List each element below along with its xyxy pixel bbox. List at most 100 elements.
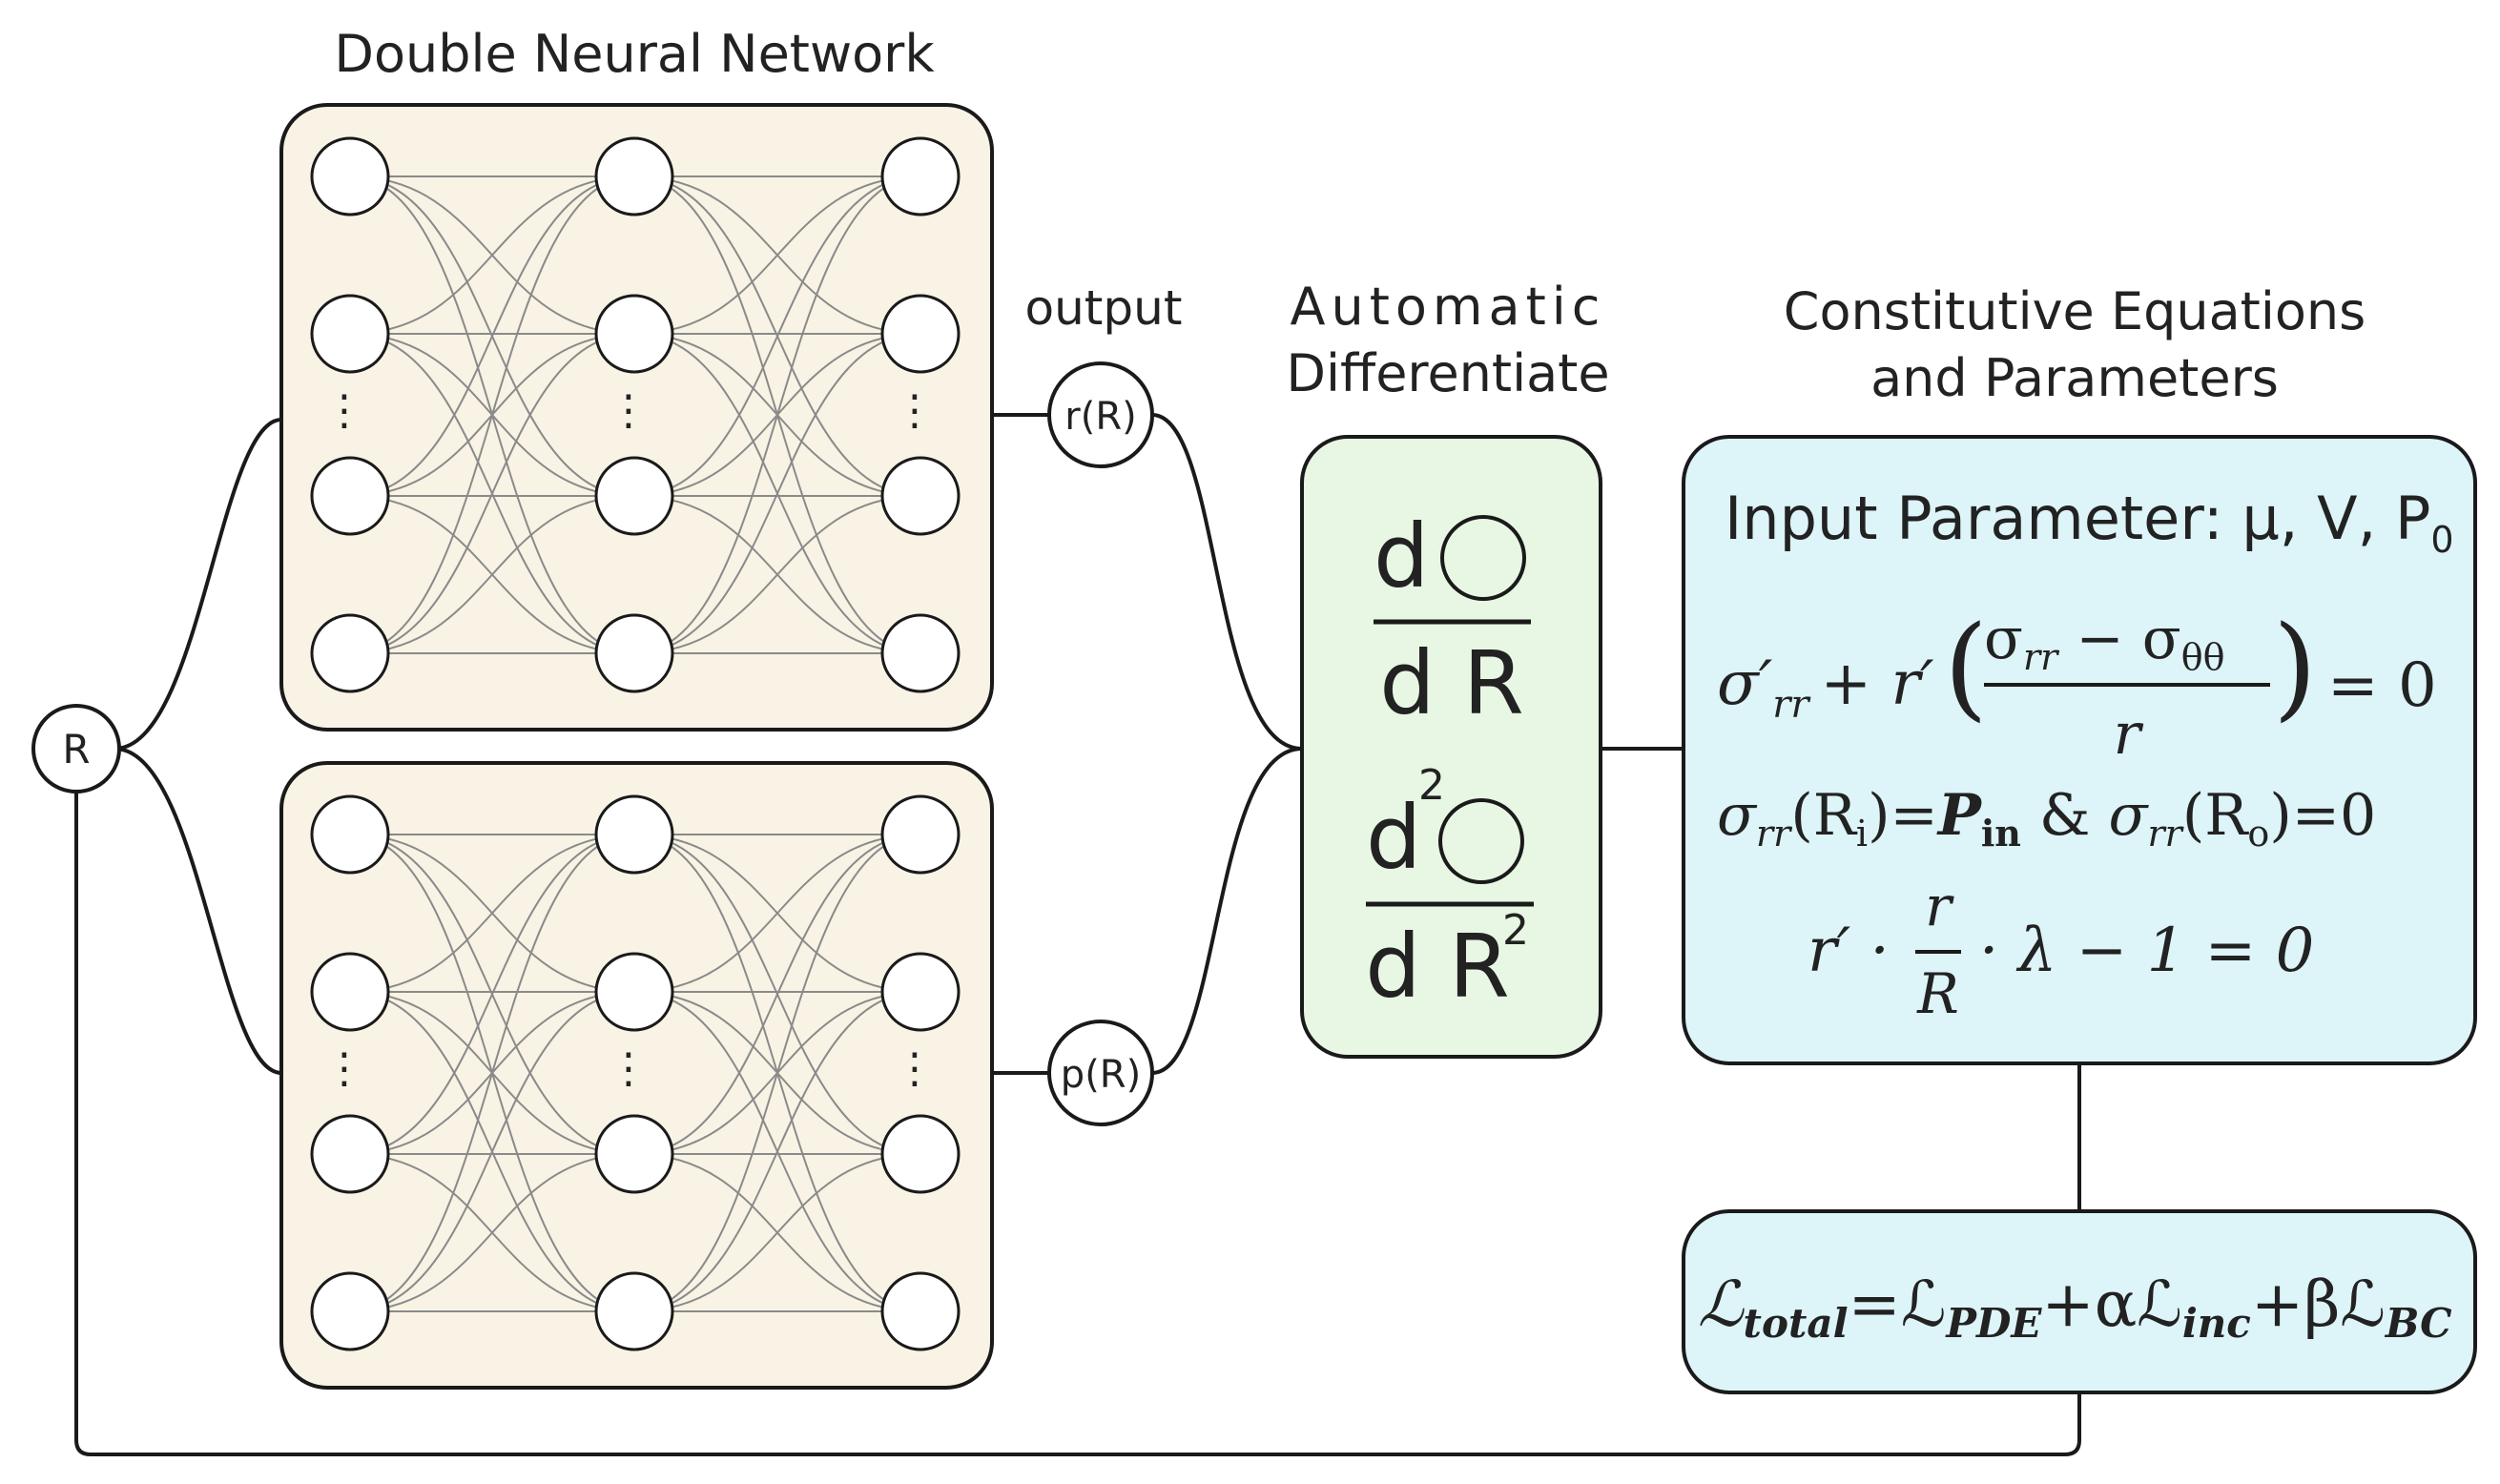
second-derivative-denominator: d R (1365, 916, 1510, 1018)
network-connection (349, 1153, 635, 1312)
svg-text:(: ( (1944, 601, 1988, 732)
neural-network-top: ⋮ ⋮ ⋮ (279, 103, 994, 732)
output-node-p-label: p(R) (1061, 1053, 1141, 1097)
connector-input-top (114, 418, 282, 751)
connector-feedback-loop (74, 787, 2081, 1456)
network-bottom-connections (349, 833, 921, 1313)
network-node (594, 136, 674, 216)
network-ellipsis: ⋮ (608, 386, 650, 435)
constitutive-title-line2: and Parameters (1870, 348, 2279, 408)
network-ellipsis: ⋮ (608, 1044, 650, 1093)
placeholder-circle-icon-2 (1438, 798, 1524, 884)
network-connection (349, 175, 635, 654)
svg-text:r: r (1925, 874, 1954, 938)
output-node-p: p(R) (1047, 1020, 1154, 1126)
network-connection (349, 991, 635, 1312)
network-connection (349, 175, 635, 497)
output-label: output (1025, 280, 1183, 336)
network-node (594, 1114, 674, 1194)
equilibrium-equation: σ′rr+ r′ ( σrr − σθθ r ) = 0 (1717, 601, 2437, 768)
network-ellipsis: ⋮ (323, 386, 365, 435)
network-node (880, 952, 961, 1032)
second-derivative-superscript: 2 (1418, 761, 1445, 810)
network-title: Double Neural Network (334, 24, 935, 84)
network-node (310, 456, 390, 536)
svg-text:R: R (1916, 961, 1959, 1026)
connector-lines (74, 413, 2081, 1456)
network-node (310, 794, 390, 875)
network-connection (633, 175, 921, 335)
network-node (880, 136, 961, 216)
boundary-condition-equation: σrr(Ri)=Pin & σrr(Ro)=0 (1717, 782, 2376, 855)
loss-equation: ℒtotal=ℒPDE+αℒinc+βℒBC (1698, 1268, 2452, 1347)
network-node (310, 1114, 390, 1194)
network-connection (633, 991, 921, 1312)
network-connection (349, 175, 635, 335)
network-top-nodes: ⋮ ⋮ ⋮ (310, 136, 961, 693)
network-node (594, 1271, 674, 1351)
network-node (880, 1114, 961, 1194)
constitutive-box: Input Parameter: μ, V, P0 σ′rr+ r′ ( σrr… (1682, 435, 2477, 1065)
network-node (310, 1271, 390, 1351)
network-node (594, 456, 674, 536)
autodiff-title-line2: Differentiate (1286, 343, 1609, 403)
second-derivative-numerator: d (1366, 787, 1421, 889)
placeholder-circle-icon (1440, 515, 1526, 601)
network-ellipsis: ⋮ (894, 386, 936, 435)
input-node-label: R (62, 726, 90, 773)
network-node (310, 136, 390, 216)
network-connection (349, 834, 635, 1155)
constitutive-title-line1: Constitutive Equations (1784, 281, 2366, 341)
network-node (594, 294, 674, 374)
connector-p-autodiff (1151, 747, 1303, 1075)
svg-text:): ) (2273, 601, 2317, 732)
network-node (310, 952, 390, 1032)
network-connection (349, 834, 635, 1312)
network-connection (633, 834, 921, 1312)
network-ellipsis: ⋮ (894, 1044, 936, 1093)
network-connection (633, 834, 921, 993)
network-node (310, 294, 390, 374)
svg-text:σ′rr+ r′: σ′rr+ r′ (1717, 649, 1934, 727)
network-node (594, 613, 674, 693)
svg-text:= 0: = 0 (2327, 650, 2437, 721)
network-node (880, 1271, 961, 1351)
output-node-r-label: r(R) (1064, 395, 1136, 439)
network-bottom-nodes: ⋮ ⋮ ⋮ (310, 794, 961, 1351)
svg-text:σrr − σθθ: σrr − σθθ (1984, 606, 2224, 678)
network-connection (349, 333, 635, 654)
svg-text:r: r (2114, 701, 2144, 768)
incompressibility-equation: r′ · r R · λ − 1 = 0 (1808, 874, 2314, 1026)
network-connection (633, 333, 921, 654)
network-connection (633, 175, 921, 497)
input-parameter-text: Input Parameter: μ, V, P0 (1725, 484, 2454, 561)
network-node (880, 794, 961, 875)
network-connection (349, 495, 635, 654)
output-node-r: r(R) (1047, 361, 1154, 468)
svg-text:r′ ·: r′ · (1808, 916, 1890, 986)
network-node (880, 294, 961, 374)
network-connection (633, 495, 921, 654)
network-node (594, 794, 674, 875)
svg-text:σrr(Ri)=Pin & σrr(Ro)=0: σrr(Ri)=Pin & σrr(Ro)=0 (1717, 782, 2376, 855)
connector-r-autodiff (1151, 413, 1303, 751)
network-ellipsis: ⋮ (323, 1044, 365, 1093)
loss-box: ℒtotal=ℒPDE+αℒinc+βℒBC (1682, 1209, 2477, 1394)
network-connection (633, 834, 921, 1155)
svg-text:· λ − 1 = 0: · λ − 1 = 0 (1979, 916, 2314, 986)
network-node (594, 952, 674, 1032)
connector-input-bottom (114, 747, 282, 1075)
network-node (880, 613, 961, 693)
second-derivative-den-superscript: 2 (1502, 906, 1529, 955)
autodiff-title-line1: Automatic (1291, 277, 1606, 337)
network-connection (633, 175, 921, 654)
network-node (880, 456, 961, 536)
network-connection (633, 1153, 921, 1312)
network-top-connections (349, 175, 921, 655)
input-node-R: R (31, 704, 121, 794)
network-connection (349, 834, 635, 993)
neural-network-bottom: ⋮ ⋮ ⋮ (279, 761, 994, 1390)
first-derivative-numerator: d (1374, 505, 1429, 608)
autodiff-box: d d R d 2 d R 2 (1300, 435, 1602, 1059)
